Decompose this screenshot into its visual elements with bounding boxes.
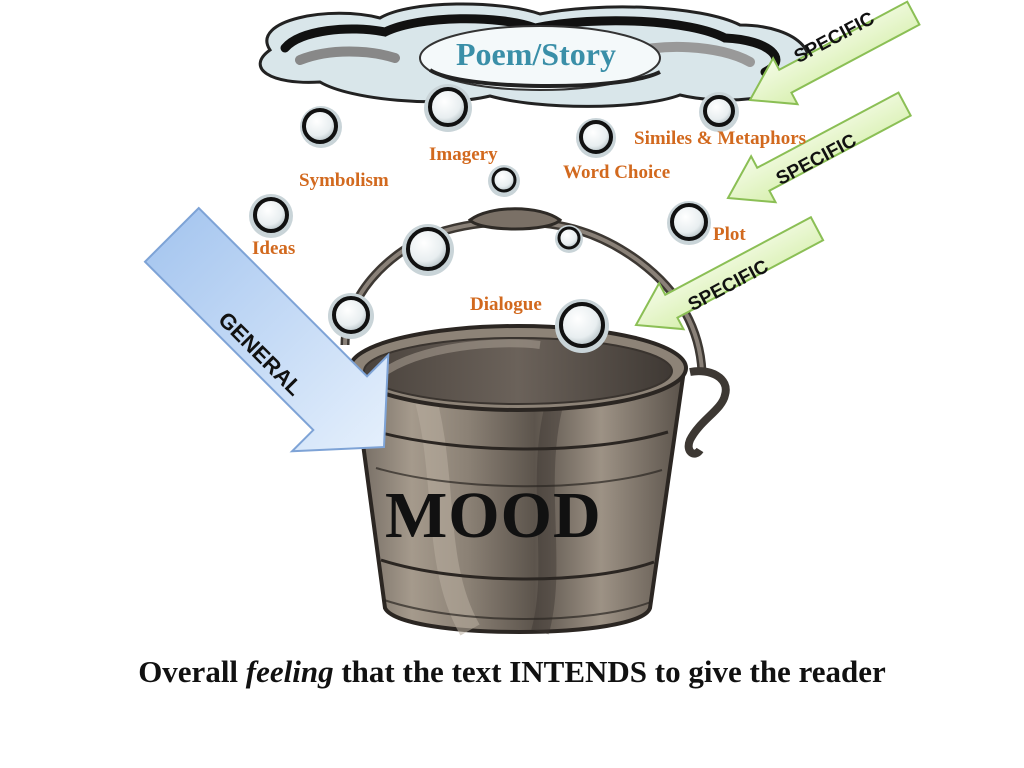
mood-label: MOOD — [385, 479, 602, 552]
bucket-handle — [340, 207, 730, 458]
cloud — [258, 2, 810, 108]
specific-arrow-1 — [748, 0, 921, 106]
bubble — [424, 84, 472, 132]
general-arrow — [143, 206, 390, 453]
caption-part-1: Overall — [138, 654, 246, 689]
bubble — [667, 201, 711, 245]
bubble — [699, 92, 739, 132]
cloud-title: Poem/Story — [456, 36, 616, 72]
label-dialogue: Dialogue — [470, 294, 542, 315]
bubbles — [249, 84, 739, 353]
bubble — [576, 118, 616, 158]
bubble — [555, 299, 609, 353]
specific-arrow-3 — [634, 215, 825, 331]
label-imagery: Imagery — [429, 144, 498, 165]
specific-arrow-2 — [726, 91, 913, 204]
label-word-choice: Word Choice — [563, 162, 671, 183]
label-symbolism: Symbolism — [299, 170, 389, 191]
bubble — [249, 194, 293, 238]
caption-emphasis: feeling — [245, 654, 334, 689]
bucket — [348, 324, 688, 636]
label-similes-metaphors: Similes & Metaphors — [634, 128, 807, 149]
bubble — [328, 293, 374, 339]
label-ideas: Ideas — [252, 238, 296, 259]
bubble — [555, 225, 583, 253]
bubble — [300, 106, 342, 148]
bubble — [402, 224, 454, 276]
bubble — [488, 165, 520, 197]
caption-part-3: that the text INTENDS to give the reader — [333, 654, 886, 689]
label-plot: Plot — [713, 224, 746, 245]
caption: Overall feeling that the text INTENDS to… — [0, 654, 1024, 690]
